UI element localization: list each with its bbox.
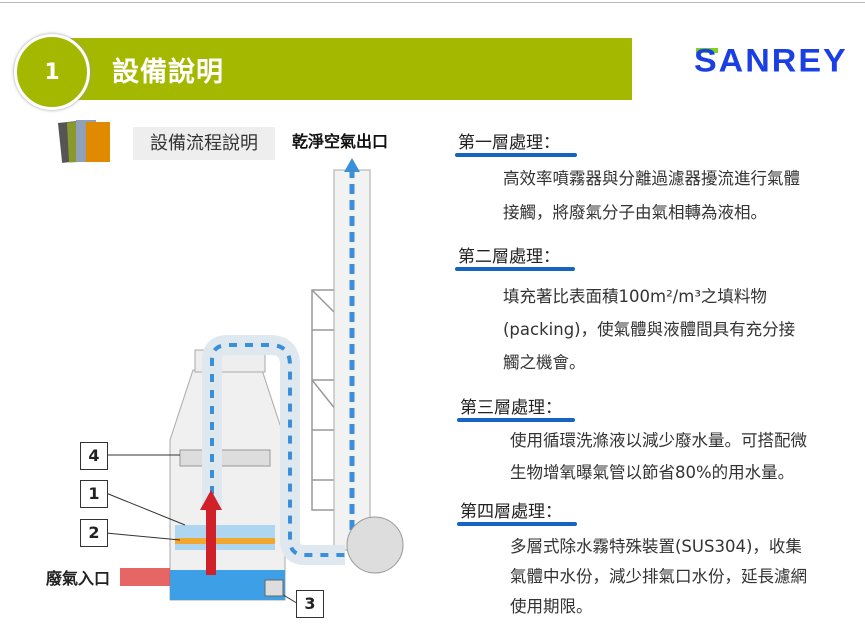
stage-2-underline: [455, 267, 575, 271]
text-line: 接觸，將廢氣分子由氣相轉為液相。: [503, 203, 767, 222]
stage-3-underline: [457, 418, 575, 422]
text-line: 使用循環洗滌液以減少廢水量。可搭配微: [510, 431, 807, 450]
stage-2-heading: 第二層處理：: [458, 247, 560, 267]
stage-1-text: 高效率噴霧器與分離過濾器擾流進行氣體 接觸，將廢氣分子由氣相轉為液相。: [503, 164, 800, 228]
stage-4-text: 多層式除水霧特殊裝置(SUS304)，收集 氣體中水份，減少排氣口水份，延長濾網…: [510, 532, 807, 622]
top-divider: [0, 2, 865, 3]
stage-4-heading: 第四層處理：: [460, 502, 562, 522]
clean-air-outlet-label: 乾淨空氣出口: [292, 132, 389, 151]
text-line: (packing)，使氣體與液體間具有充分接: [503, 320, 796, 339]
logo-accent: [696, 48, 718, 53]
marker-1: 1: [80, 480, 108, 508]
marker-3: 3: [296, 590, 324, 618]
title-banner: [70, 38, 632, 100]
scrubber-diagram: [105, 158, 404, 606]
stage-1-heading: 第一層處理：: [458, 133, 560, 153]
stage-2-text: 填充著比表面積100m²/m³之填料物 (packing)，使氣體與液體間具有充…: [503, 280, 795, 379]
text-line: 生物增氧曝氣管以節省80%的用水量。: [510, 463, 795, 482]
text-line: 使用期限。: [510, 597, 593, 616]
stage-3-heading: 第三層處理：: [460, 398, 562, 418]
stage-4-underline: [457, 522, 577, 526]
text-line: 觸之機會。: [503, 353, 586, 372]
text-line: 高效率噴霧器與分離過濾器擾流進行氣體: [503, 169, 800, 188]
page-title: 設備說明: [112, 57, 224, 88]
sanrey-logo: SANREY: [694, 42, 848, 80]
stage-3-text: 使用循環洗滌液以減少廢水量。可搭配微 生物增氧曝氣管以節省80%的用水量。: [510, 425, 807, 489]
text-line: 多層式除水霧特殊裝置(SUS304)，收集: [510, 537, 802, 556]
text-line: 氣體中水份，減少排氣口水份，延長濾網: [510, 567, 807, 586]
gas-inlet-label: 廢氣入口: [46, 569, 111, 588]
marker-4: 4: [80, 442, 108, 470]
section-number-badge: 1: [14, 34, 90, 110]
section-label: 設備流程說明: [133, 127, 275, 160]
scrubber-tower: [169, 369, 286, 601]
marker-2: 2: [80, 519, 108, 547]
stage-1-underline: [455, 153, 577, 157]
text-line: 填充著比表面積100m²/m³之填料物: [503, 287, 767, 306]
cards-icon: [57, 120, 110, 163]
